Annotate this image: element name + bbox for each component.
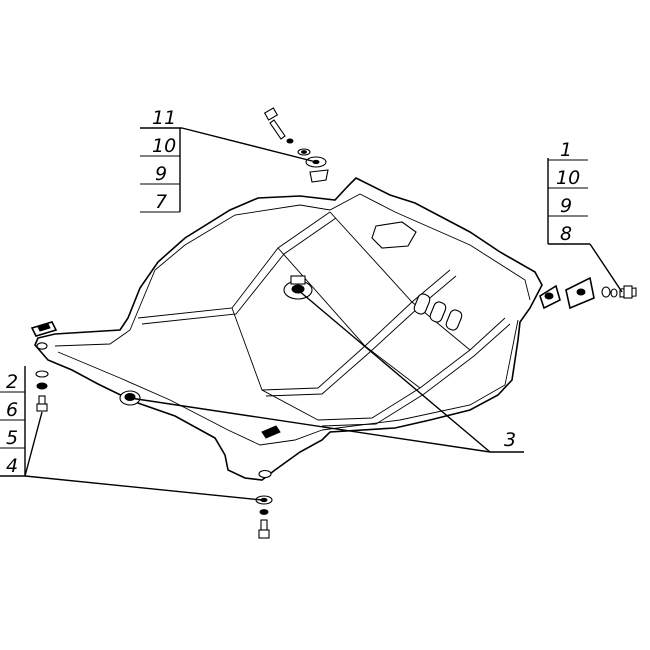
callout-5: 5 <box>6 427 18 449</box>
callout-10: 10 <box>152 135 176 157</box>
callout-table-top-right: 1 10 9 8 <box>548 139 588 245</box>
right-bracket <box>539 276 595 310</box>
callout-10: 10 <box>556 167 580 189</box>
callout-9: 9 <box>155 163 167 185</box>
left-clamp-plate <box>30 321 58 337</box>
callout-4: 4 <box>6 455 18 477</box>
callout-8: 8 <box>560 223 572 245</box>
bottom-bolt-stack <box>255 495 273 539</box>
callout-table-top-left: 11 10 9 7 <box>140 107 181 213</box>
callout-3: 3 <box>504 429 516 451</box>
callout-7: 7 <box>155 191 167 213</box>
right-bolt-stack <box>601 285 637 299</box>
left-bolt-stack <box>35 370 49 412</box>
top-bolt-stack <box>263 107 329 183</box>
callout-2: 2 <box>6 371 18 393</box>
callout-1: 1 <box>560 139 572 161</box>
callout-shield: 3 <box>504 429 516 451</box>
callout-9: 9 <box>560 195 572 217</box>
callout-table-bottom-left: 2 6 5 4 <box>0 371 25 477</box>
callout-11: 11 <box>152 107 176 129</box>
callout-6: 6 <box>6 399 18 421</box>
skid-plate <box>34 177 543 481</box>
